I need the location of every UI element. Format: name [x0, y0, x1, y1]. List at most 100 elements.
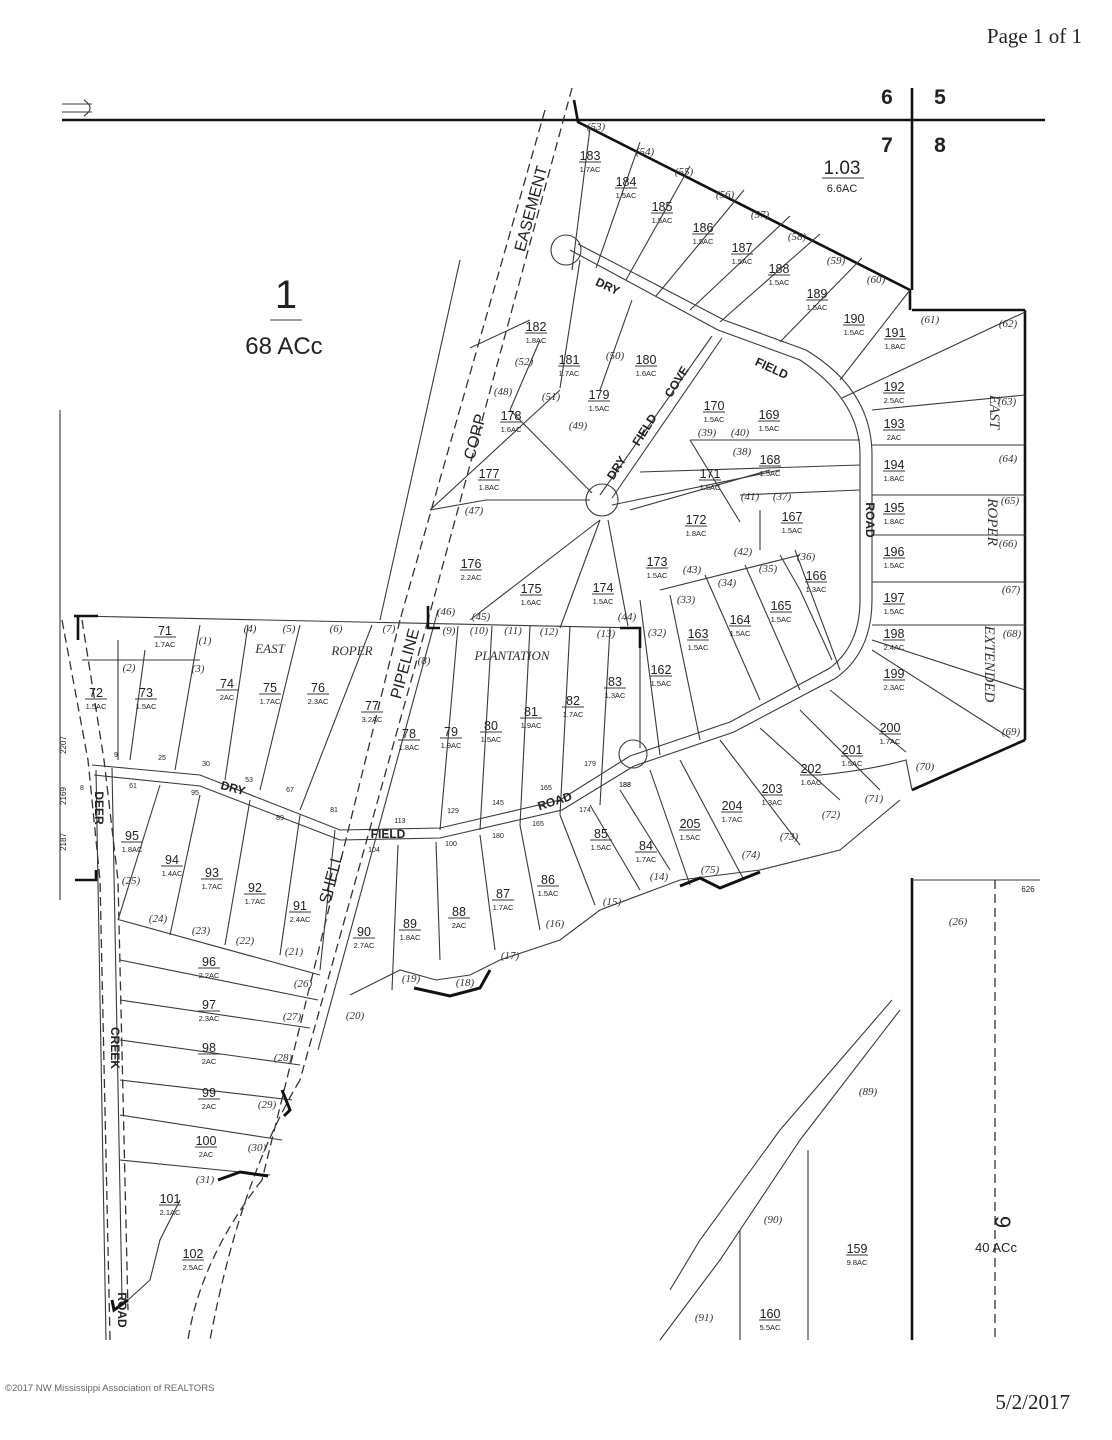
lot-acres: 2AC	[202, 1057, 217, 1066]
reference-number: (62)	[999, 318, 1018, 330]
road-label: CREEK	[108, 1027, 122, 1069]
reference-number: (63)	[998, 396, 1017, 408]
reference-number: (27)	[283, 1011, 302, 1023]
lot-number: 77	[365, 699, 379, 713]
lot-number: 168	[760, 453, 781, 467]
lot-acres: 1.8AC	[526, 336, 547, 345]
lot-line	[379, 259, 461, 621]
reference-number: (29)	[258, 1099, 277, 1111]
lot-acres: 1.5AC	[842, 759, 863, 768]
lot-acres: 1.5AC	[760, 469, 781, 478]
reference-number: (33)	[677, 594, 696, 606]
lot-line	[669, 594, 701, 741]
lot-number: 189	[807, 287, 828, 301]
reference-number: (72)	[822, 809, 841, 821]
frontage-number: 180	[492, 833, 504, 840]
lot-acres: 1.8AC	[400, 933, 421, 942]
boundary-mark	[280, 1089, 292, 1118]
lot-number: 72	[89, 686, 103, 700]
lot-number: 163	[688, 627, 709, 641]
lot-acres: 1.5AC	[86, 702, 107, 711]
reference-number: (7)	[383, 623, 396, 635]
lot-acres: 2.5AC	[884, 396, 905, 405]
lot-number: 87	[496, 887, 510, 901]
lot-acres: 1.5AC	[616, 191, 637, 200]
reference-number: (16)	[546, 918, 565, 930]
subdivision-label: EAST	[254, 641, 285, 656]
lot-acres: 1.7AC	[722, 815, 743, 824]
section-number: 6	[881, 86, 893, 109]
lot-line	[119, 1039, 301, 1066]
parcel-acres: 40 ACc	[975, 1240, 1017, 1255]
lot-acres: 2.3AC	[199, 1014, 220, 1023]
lot-line	[509, 339, 541, 411]
lot-acres: 1.6AC	[801, 778, 822, 787]
reference-number: (42)	[734, 546, 753, 558]
lot-acres: 1.5AC	[807, 303, 828, 312]
lot-acres: 1.6AC	[521, 598, 542, 607]
reference-number: (74)	[742, 849, 761, 861]
parcel-number: 1	[275, 273, 297, 317]
reference-number: (2)	[123, 662, 136, 674]
frontage-number: 188	[619, 782, 631, 789]
lot-line	[479, 625, 493, 831]
lot-acres: 2AC	[452, 921, 467, 930]
lot-line	[117, 784, 161, 921]
road-label: FIELD	[371, 827, 406, 841]
page-footer: ©2017 NW Mississippi Association of REAL…	[0, 1370, 1112, 1440]
reference-number: (60)	[867, 274, 886, 286]
lot-acres: 1.6AC	[501, 425, 522, 434]
lot-acres: 1.8AC	[399, 743, 420, 752]
lot-acres: 1.8AC	[885, 342, 906, 351]
lot-line	[559, 625, 571, 816]
lot-number: 197	[884, 591, 905, 605]
frontage-number: 67	[286, 787, 294, 794]
lot-acres: 1.5AC	[771, 615, 792, 624]
deer-creek-road	[61, 619, 111, 1341]
lot-line	[759, 727, 841, 801]
reference-number: (37)	[773, 491, 792, 503]
lot-acres: 1.9AC	[521, 721, 542, 730]
easement-line	[427, 87, 573, 621]
frontage-number: 89	[276, 815, 284, 822]
lot-line	[279, 814, 301, 956]
lot-number: 202	[801, 762, 822, 776]
easement-label: CORP	[461, 412, 489, 461]
lot-acres: 1.5AC	[769, 278, 790, 287]
lot-number: 201	[842, 743, 863, 757]
reference-number: (28)	[274, 1052, 293, 1064]
lot-acres: 2AC	[199, 1150, 214, 1159]
deer-creek-road	[81, 619, 129, 1311]
road-label: FIELD	[629, 411, 659, 448]
lot-number: 180	[636, 353, 657, 367]
parcel-acres: 6.6AC	[827, 183, 858, 195]
lot-acres: 1.5AC	[782, 526, 803, 535]
pipeline-line	[261, 619, 401, 1181]
road-label: ROAD	[536, 789, 574, 813]
reference-number: (12)	[540, 626, 559, 638]
edge-label: 626	[1021, 885, 1035, 894]
lot-acres: 1.8AC	[479, 483, 500, 492]
lot-line	[744, 564, 801, 691]
easement-label: EASEMENT	[512, 164, 551, 254]
lot-acres: 1.7AC	[880, 737, 901, 746]
cul-de-sac	[618, 739, 648, 769]
boundary-mark	[75, 870, 98, 882]
reference-number: (17)	[501, 950, 520, 962]
lot-line	[174, 624, 201, 771]
dry-field-cove-edge	[599, 335, 713, 496]
lot-line	[439, 625, 459, 831]
lot-acres: 1.5AC	[652, 216, 673, 225]
lot-acres: 1.7AC	[155, 640, 176, 649]
reference-number: (41)	[741, 491, 760, 503]
section-number: 5	[934, 86, 946, 109]
lot-acres: 2.7AC	[354, 941, 375, 950]
lot-acres: 9.8AC	[847, 1258, 868, 1267]
lot-number: 167	[782, 510, 803, 524]
lot-acres: 1.5AC	[844, 328, 865, 337]
boundary-mark	[679, 870, 761, 890]
lot-line	[127, 1199, 181, 1301]
lot-acres: 1.5AC	[481, 735, 502, 744]
road-label: COVE	[662, 364, 692, 400]
reference-number: (68)	[1003, 628, 1022, 640]
